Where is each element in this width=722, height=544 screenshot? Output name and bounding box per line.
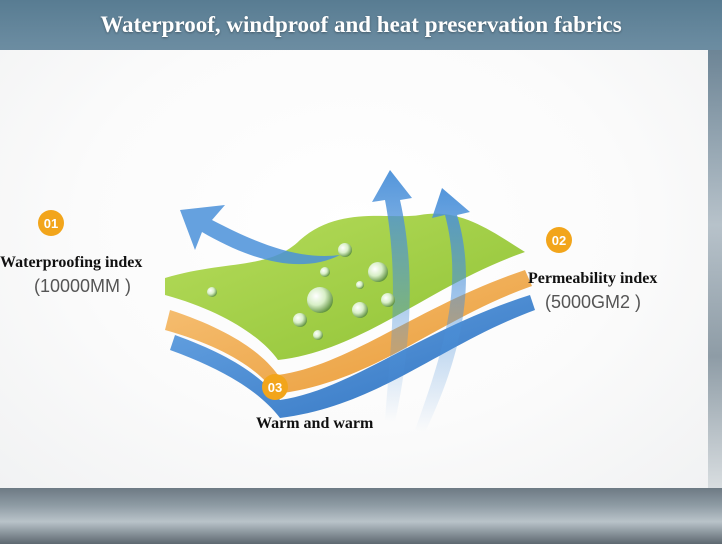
water-drop — [352, 302, 368, 318]
water-drop — [320, 267, 330, 277]
arrow-center — [372, 170, 412, 422]
feature-label-waterproofing: Waterproofing index — [0, 254, 143, 271]
fabric-layers-icon — [165, 170, 535, 432]
feature-value-permeability: (5000GM2 ) — [545, 292, 642, 312]
fabric-layer-top — [165, 213, 525, 360]
water-drop — [307, 287, 333, 313]
water-drop — [313, 330, 323, 340]
fabric-layer-middle — [165, 270, 532, 394]
feature-badge-01: 01 — [38, 210, 64, 236]
arrow-left — [180, 205, 340, 265]
arrow-right — [415, 188, 470, 432]
fabric-layer-bottom — [170, 295, 535, 418]
feature-label-permeability: Permeability index — [528, 270, 658, 287]
feature-label-warmth: Warm and warm — [256, 415, 374, 432]
water-drop — [381, 293, 395, 307]
water-drop — [356, 281, 364, 289]
water-drop — [207, 287, 217, 297]
feature-badge-02: 02 — [546, 227, 572, 253]
feature-badge-03: 03 — [262, 374, 288, 400]
water-drop — [368, 262, 388, 282]
feature-value-waterproofing: (10000MM ) — [34, 276, 132, 296]
water-drop — [338, 243, 352, 257]
snow-strip-bottom — [0, 488, 722, 544]
water-drop — [293, 313, 307, 327]
banner-title: Waterproof, windproof and heat preservat… — [100, 12, 622, 37]
feature-panel: 01 Waterproofing index (10000MM ) 02 Per… — [0, 50, 708, 488]
snow-strip-right — [708, 50, 722, 488]
